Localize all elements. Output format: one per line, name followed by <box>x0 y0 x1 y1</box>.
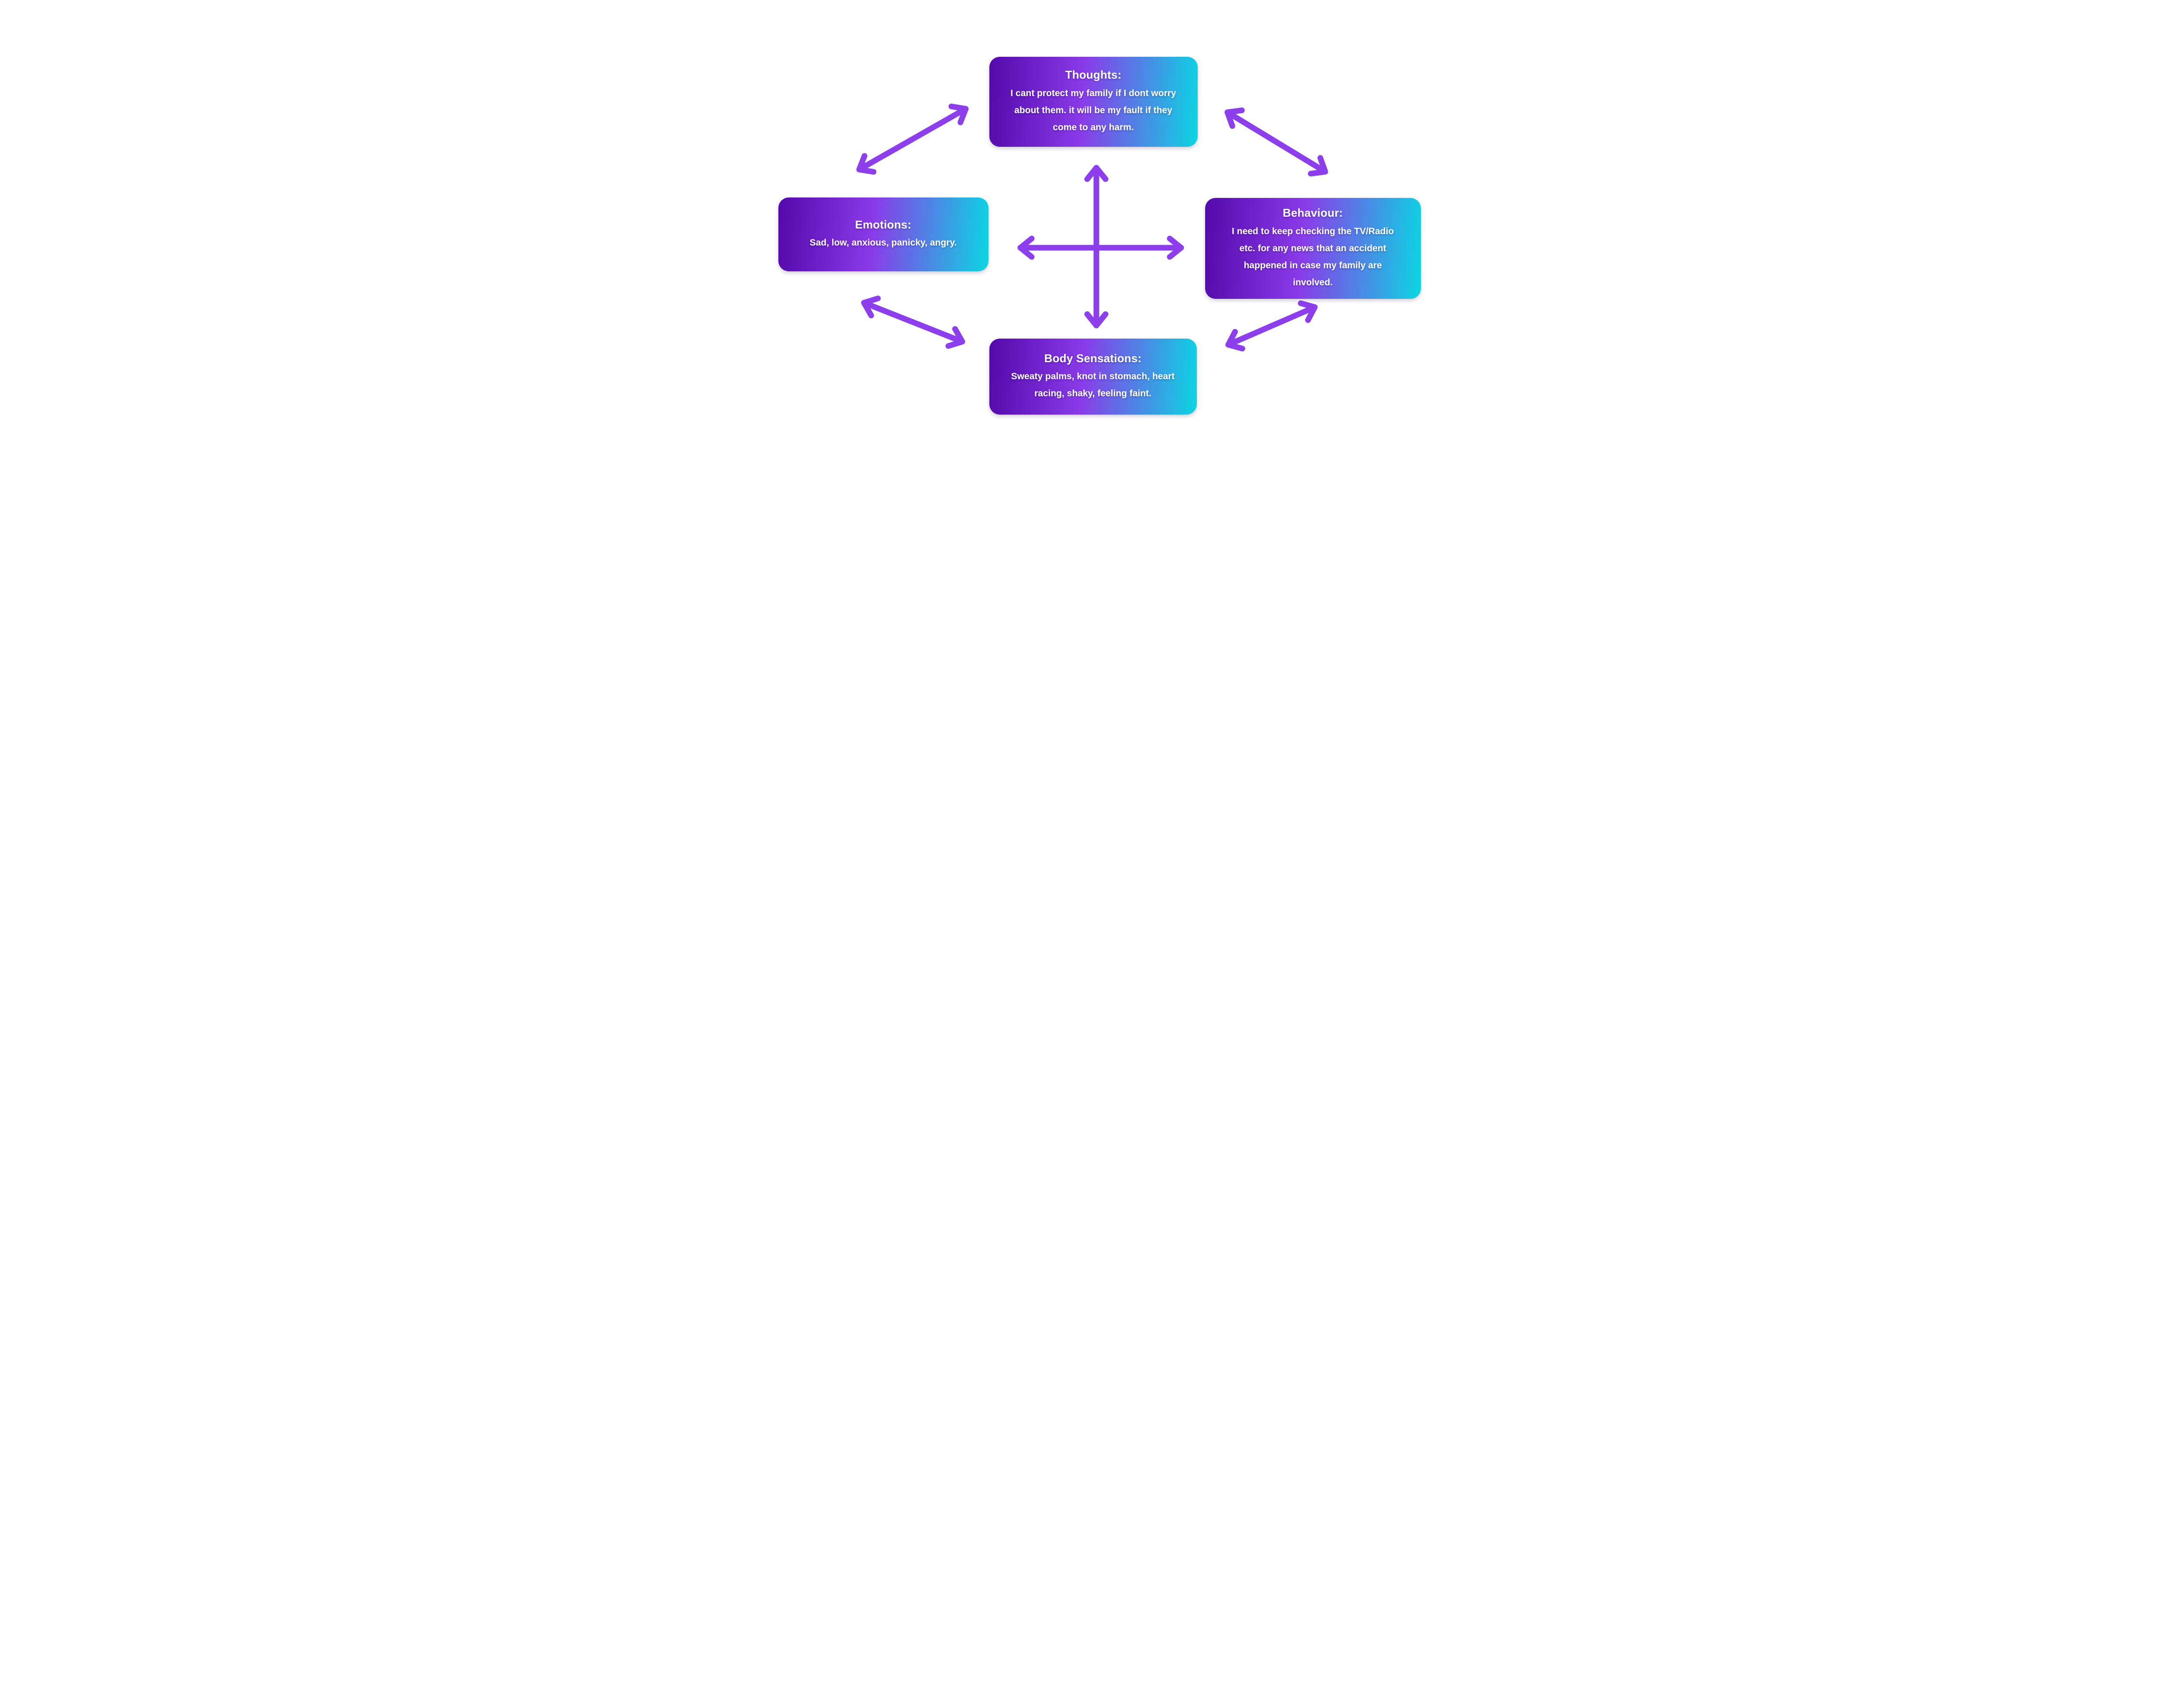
node-behaviour-title: Behaviour: <box>1282 206 1343 219</box>
node-body-sensations-title: Body Sensations: <box>1044 351 1142 365</box>
node-thoughts: Thoughts: I cant protect my family if I … <box>989 57 1198 147</box>
arrow-thoughts-behaviour <box>1224 107 1328 177</box>
node-emotions: Emotions: Sad, low, anxious, panicky, an… <box>778 197 988 271</box>
arrow-body-sensations-behaviour <box>1225 300 1317 352</box>
node-thoughts-text: I cant protect my family if I dont worry… <box>1010 88 1176 132</box>
node-emotions-text: Sad, low, anxious, panicky, angry. <box>809 238 957 248</box>
node-body-sensations-text: Sweaty palms, knot in stomach, heart rac… <box>1011 371 1175 399</box>
node-behaviour-text: I need to keep checking the TV/Radio etc… <box>1231 226 1394 287</box>
node-body-sensations: Body Sensations: Sweaty palms, knot in s… <box>989 339 1197 415</box>
arrow-emotions-body-sensations <box>861 295 965 349</box>
arrow-emotions-thoughts <box>856 104 968 175</box>
node-behaviour: Behaviour: I need to keep checking the T… <box>1205 198 1421 299</box>
diagram-canvas: Thoughts: I cant protect my family if I … <box>754 0 1430 479</box>
node-emotions-title: Emotions: <box>855 218 912 231</box>
node-thoughts-title: Thoughts: <box>1065 68 1122 82</box>
